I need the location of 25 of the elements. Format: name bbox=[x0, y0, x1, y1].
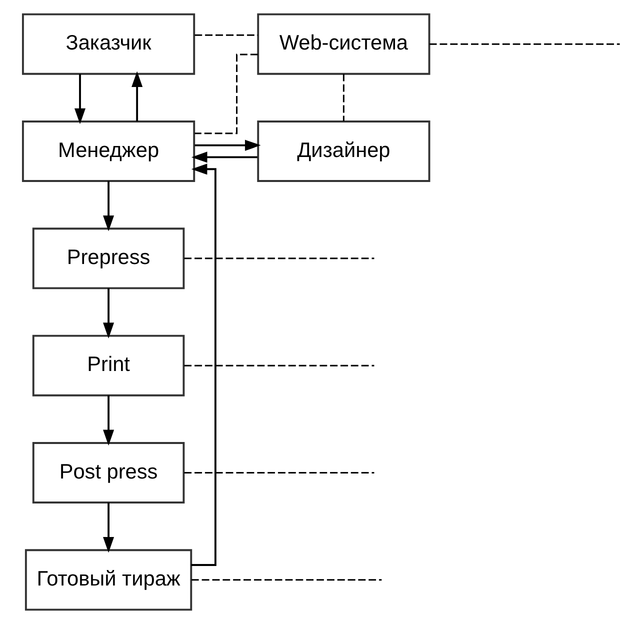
connector bbox=[428, 43, 620, 45]
node-box: Prepress bbox=[32, 228, 184, 290]
connector bbox=[194, 34, 258, 36]
connector bbox=[184, 258, 374, 260]
node-box: Заказчик bbox=[21, 13, 195, 75]
connector bbox=[184, 472, 374, 474]
node-box: Менеджер bbox=[21, 120, 195, 182]
arrow bbox=[190, 164, 216, 566]
node-box: Дизайнер bbox=[256, 120, 430, 182]
connector bbox=[194, 54, 258, 134]
node-box: Готовый тираж bbox=[24, 549, 192, 611]
connector bbox=[190, 579, 382, 581]
arrow bbox=[190, 152, 257, 163]
connector bbox=[342, 74, 344, 122]
arrow bbox=[194, 140, 260, 151]
arrow bbox=[102, 395, 114, 446]
arrow bbox=[102, 502, 114, 553]
arrow bbox=[74, 74, 86, 124]
connector bbox=[184, 364, 374, 366]
node-box: Post press bbox=[32, 442, 184, 504]
arrow bbox=[131, 71, 142, 122]
node-box: Print bbox=[32, 334, 184, 396]
arrow bbox=[102, 181, 114, 232]
arrow bbox=[102, 288, 114, 338]
node-box: Web-система bbox=[256, 13, 430, 75]
